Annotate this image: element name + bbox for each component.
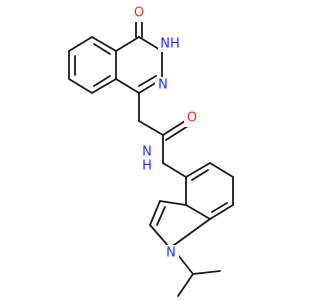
molecule-canvas: O NH N O N H N bbox=[68, 5, 234, 297]
bond bbox=[177, 273, 194, 297]
chemical-structure-diagram: O NH N O N H N bbox=[68, 5, 234, 297]
bond bbox=[177, 254, 194, 275]
bond bbox=[115, 78, 140, 94]
bond bbox=[68, 36, 93, 52]
bond bbox=[192, 270, 221, 275]
amide-n-label: N bbox=[142, 145, 152, 160]
ring-nh-label: NH bbox=[160, 37, 180, 52]
bond bbox=[162, 162, 187, 178]
bond bbox=[169, 218, 211, 249]
bond bbox=[165, 125, 189, 141]
bond bbox=[159, 200, 187, 206]
bond bbox=[68, 78, 93, 94]
bond bbox=[138, 120, 164, 136]
ring-nh-atom: NH bbox=[158, 35, 184, 52]
bond bbox=[149, 200, 161, 226]
ketone-oxygen-label: O bbox=[134, 6, 144, 21]
amide-h-label: H bbox=[142, 159, 152, 174]
bond bbox=[156, 206, 166, 226]
bond bbox=[93, 75, 111, 87]
bond bbox=[93, 43, 111, 55]
bond-layer bbox=[68, 13, 234, 297]
bond bbox=[185, 204, 211, 220]
bond bbox=[149, 224, 171, 249]
bond bbox=[211, 202, 228, 213]
amide-oxygen-label: O bbox=[187, 111, 197, 126]
bond bbox=[209, 204, 234, 220]
bond bbox=[91, 78, 117, 94]
ketone-oxygen-atom: O bbox=[131, 5, 147, 22]
bond bbox=[162, 120, 186, 136]
bond bbox=[191, 169, 209, 181]
amide-oxygen-atom: O bbox=[184, 110, 200, 127]
bond bbox=[185, 162, 211, 178]
atom-label-layer: O NH N O N H N bbox=[131, 5, 200, 262]
indole-n-label: N bbox=[166, 246, 176, 261]
bond bbox=[115, 36, 140, 52]
amide-nh-atom: N H bbox=[138, 142, 154, 174]
bond bbox=[138, 75, 157, 87]
ring-n-atom: N bbox=[155, 77, 171, 94]
indole-nitrogen-atom: N bbox=[163, 245, 179, 262]
bond bbox=[91, 36, 117, 52]
bond bbox=[209, 162, 234, 178]
ring-n-label: N bbox=[158, 78, 168, 93]
